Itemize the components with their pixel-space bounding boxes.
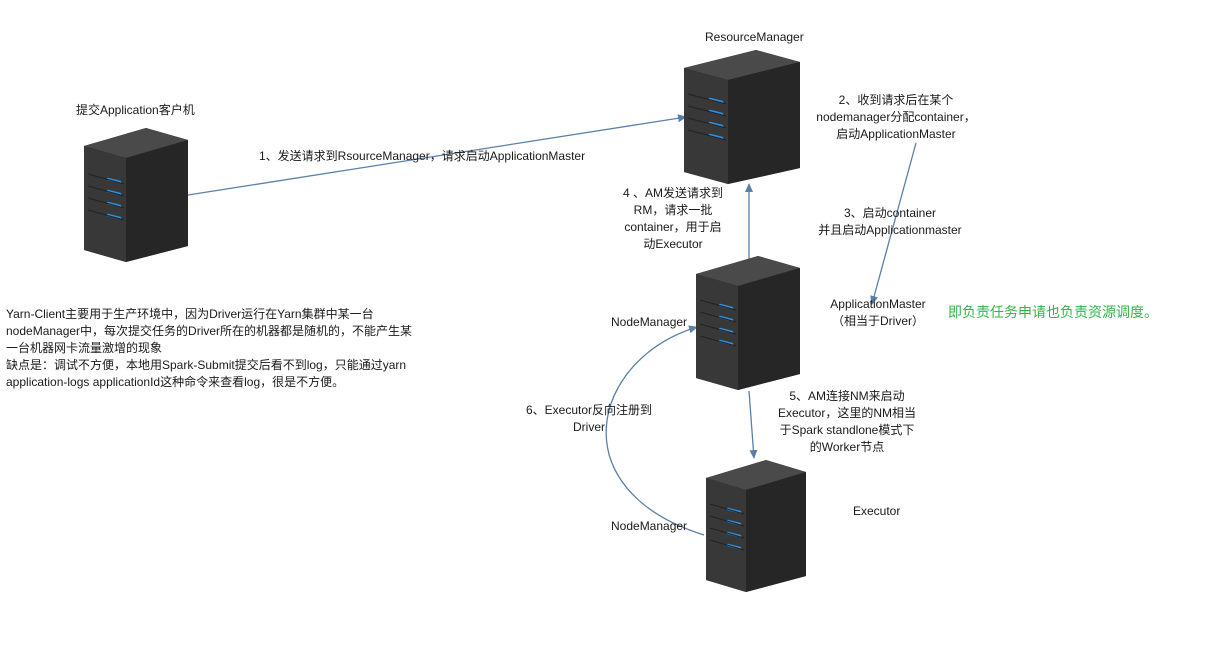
step2-line1: 2、收到请求后在某个 bbox=[838, 93, 954, 107]
step4-line1: 4 、AM发送请求到 bbox=[622, 186, 723, 200]
step4-label: 4 、AM发送请求到 RM，请求一批 container，用于启 动Execut… bbox=[609, 185, 737, 253]
step4-line3: container，用于启 bbox=[624, 220, 722, 234]
arrow-step1 bbox=[187, 114, 687, 196]
step4-line4: 动Executor bbox=[643, 237, 703, 251]
node-manager-label-2: NodeManager bbox=[611, 519, 688, 533]
step6-line2: Driver bbox=[573, 420, 605, 434]
step5-line2: Executor，这里的NM相当 bbox=[777, 406, 917, 420]
executor-server-icon bbox=[706, 460, 806, 592]
step2-label: 2、收到请求后在某个 nodemanager分配container， 启动App… bbox=[806, 92, 986, 143]
resource-manager-label: ResourceManager bbox=[705, 30, 804, 44]
step6-label: 6、Executor反向注册到 Driver bbox=[510, 402, 668, 436]
step3-line1: 3、启动container bbox=[843, 206, 937, 220]
arrow-step6 bbox=[605, 325, 705, 536]
step5-line4: 的Worker节点 bbox=[809, 440, 885, 454]
step3-label: 3、启动container 并且启动Applicationmaster bbox=[800, 205, 980, 239]
step3-line2: 并且启动Applicationmaster bbox=[818, 223, 962, 237]
step6-line1: 6、Executor反向注册到 bbox=[525, 403, 653, 417]
step5-line1: 5、AM连接NM来启动 bbox=[789, 389, 905, 403]
arrow-step2-3 bbox=[870, 142, 917, 305]
step5-line3: 于Spark standlone模式下 bbox=[779, 423, 915, 437]
node-manager-server-icon bbox=[696, 256, 800, 390]
description-text: Yarn-Client主要用于生产环境中，因为Driver运行在Yarn集群中某… bbox=[6, 307, 413, 389]
node-manager-label-1: NodeManager bbox=[611, 315, 688, 329]
step2-line3: 启动ApplicationMaster bbox=[836, 127, 956, 141]
client-server-icon bbox=[84, 128, 188, 262]
step4-line2: RM，请求一批 bbox=[633, 203, 713, 217]
arrow-step5 bbox=[748, 390, 758, 459]
resource-manager-server-icon bbox=[684, 50, 800, 184]
client-title: 提交Application客户机 bbox=[76, 103, 195, 117]
application-master-note: （相当于Driver） bbox=[832, 314, 924, 328]
application-master-name: ApplicationMaster bbox=[830, 297, 926, 311]
step5-label: 5、AM连接NM来启动 Executor，这里的NM相当 于Spark stan… bbox=[762, 388, 932, 456]
step1-label: 1、发送请求到RsourceManager，请求启动ApplicationMas… bbox=[259, 149, 586, 163]
step2-line2: nodemanager分配container， bbox=[816, 110, 976, 124]
executor-label: Executor bbox=[853, 504, 901, 518]
application-master-label: ApplicationMaster （相当于Driver） bbox=[823, 296, 933, 330]
highlight-text: 即负责任务申请也负责资源调度。 bbox=[948, 304, 1158, 320]
